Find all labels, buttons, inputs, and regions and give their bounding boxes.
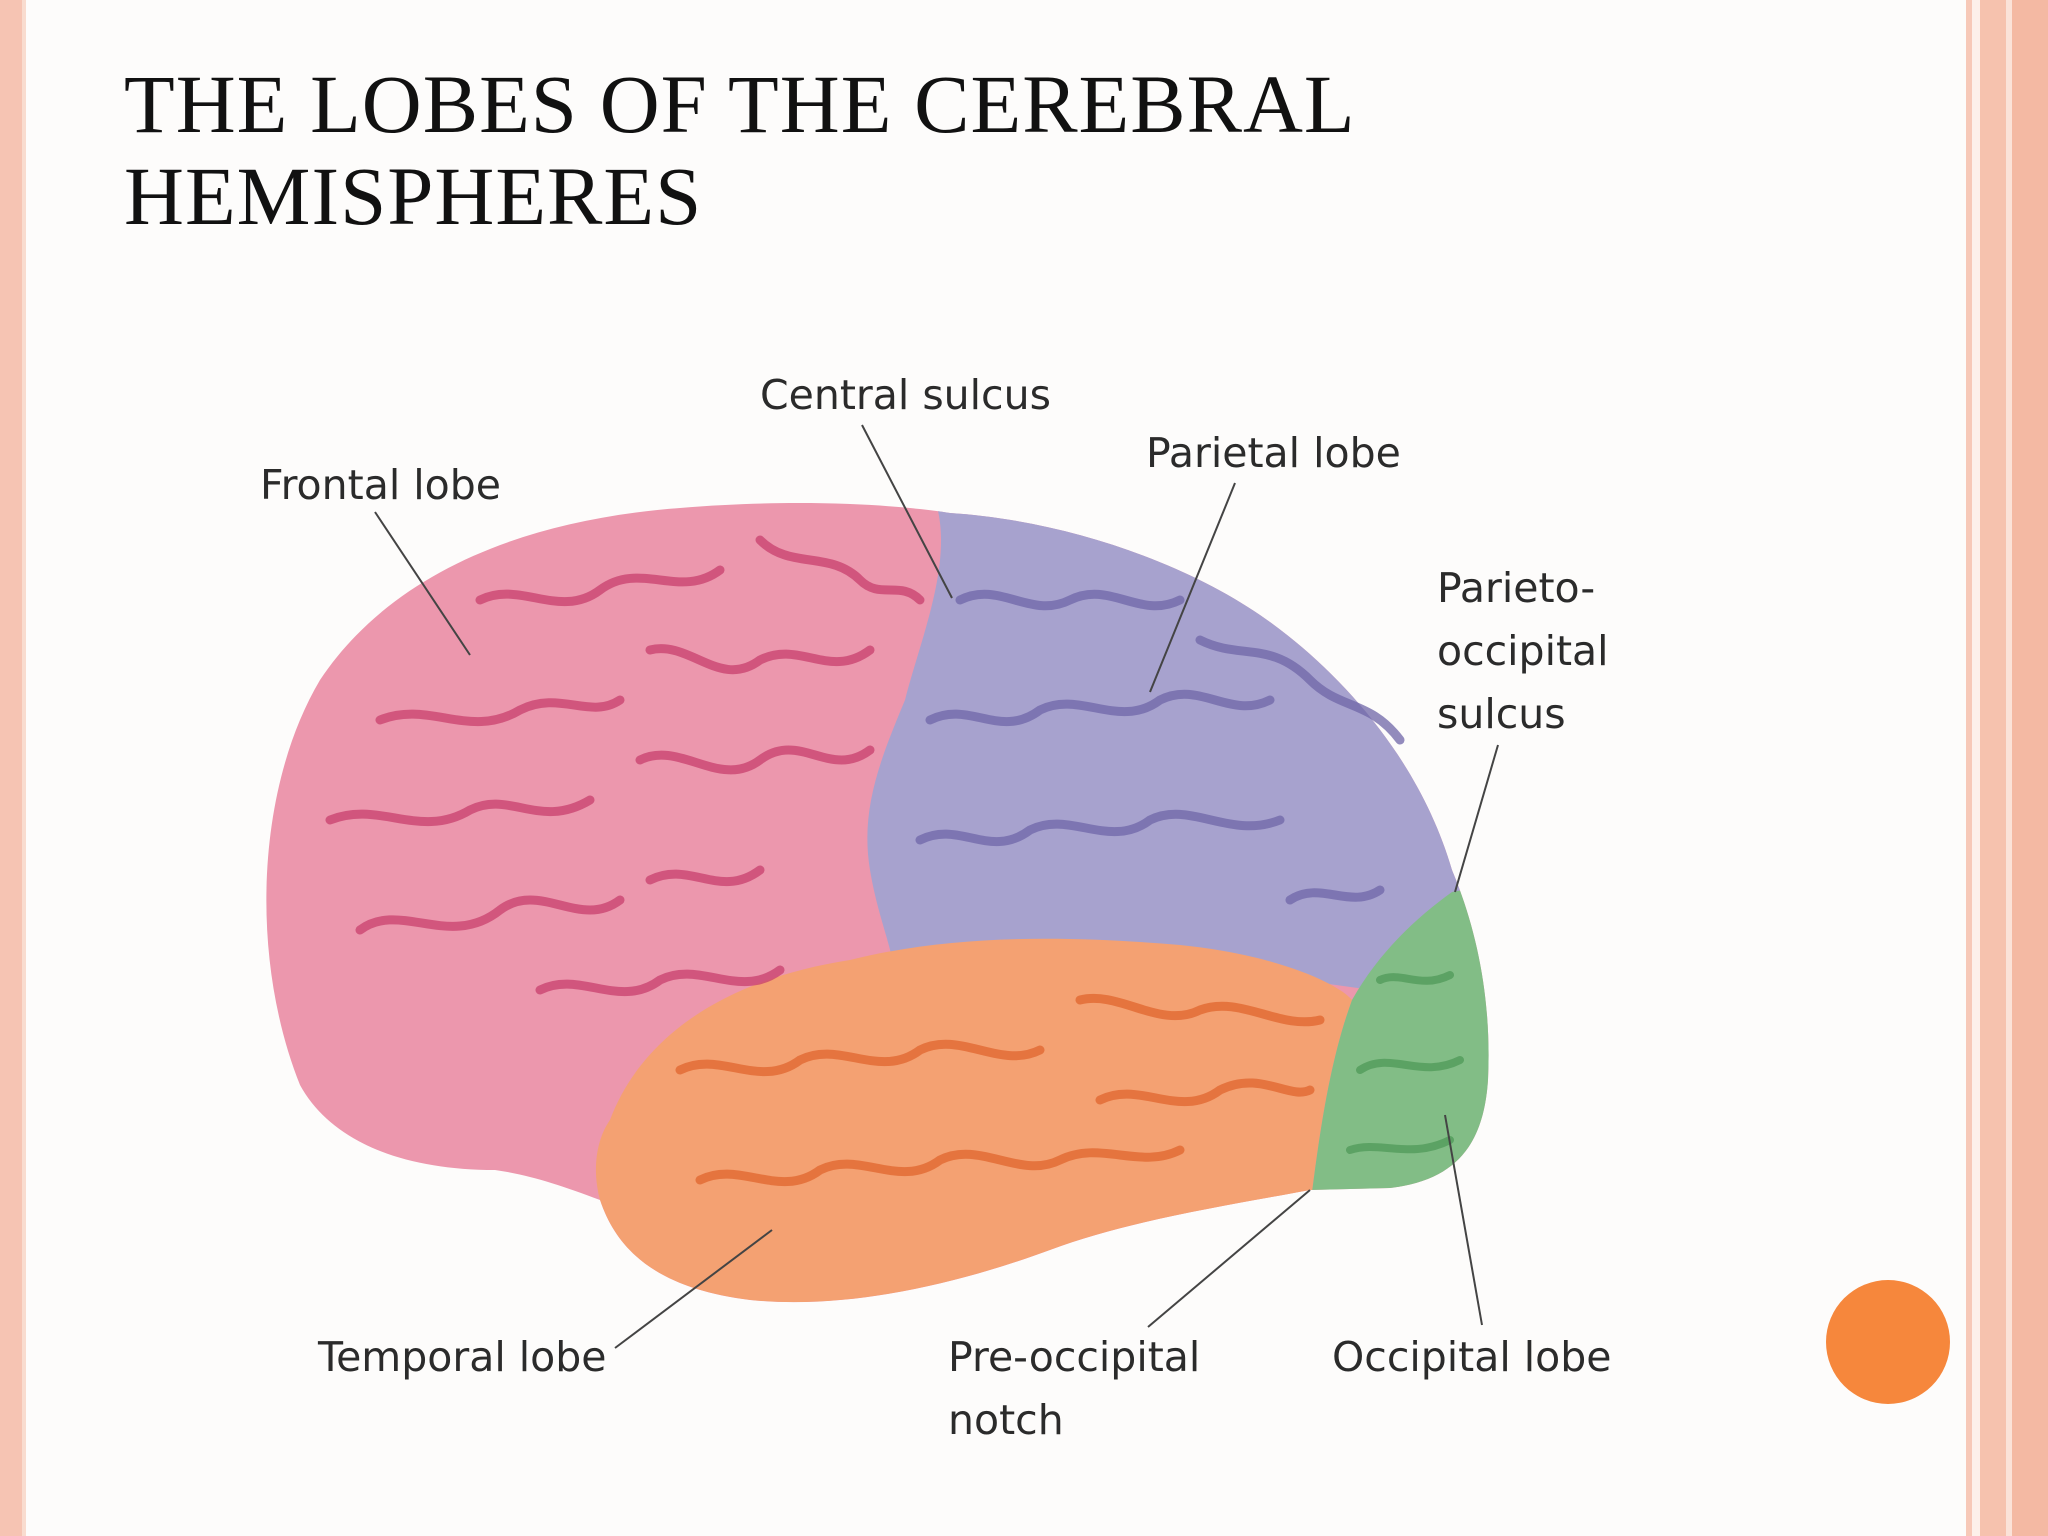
label-occipital-lobe: Occipital lobe [1332, 1333, 1612, 1381]
right-border [1966, 0, 2048, 1536]
leader-temporal [614, 1229, 773, 1349]
temporal-lobe-region [595, 938, 1352, 1303]
title-line-2: HEMISPHERES [124, 150, 703, 242]
label-central-sulcus: Central sulcus [760, 371, 1051, 419]
label-frontal-lobe: Frontal lobe [260, 461, 501, 509]
label-pre-occipital-2: notch [948, 1396, 1064, 1444]
label-parietal-lobe: Parietal lobe [1146, 429, 1401, 477]
frontal-gyri [325, 535, 925, 997]
slide-title: THE LOBES OF THE CEREBRAL HEMISPHERES [124, 58, 1356, 242]
leader-parieto-occipital [1454, 744, 1499, 893]
parietal-lobe-region [867, 503, 1489, 990]
label-parieto-occipital-3: sulcus [1437, 690, 1566, 738]
left-border [0, 0, 22, 1536]
title-line-1: THE LOBES OF THE CEREBRAL [124, 58, 1356, 150]
label-pre-occipital-1: Pre-occipital [948, 1333, 1200, 1381]
occipital-gyri [1346, 971, 1464, 1154]
leader-lines [374, 424, 1499, 1349]
leader-central [861, 424, 953, 599]
label-parieto-occipital-1: Parieto- [1437, 564, 1595, 612]
label-parieto-occipital-2: occipital [1437, 627, 1609, 675]
leader-pre-occipital [1147, 1189, 1311, 1328]
left-border-inner [22, 0, 26, 1536]
orange-dot-decoration [1826, 1280, 1950, 1404]
parietal-gyri [915, 589, 1405, 905]
temporal-gyri [675, 993, 1325, 1187]
leader-frontal [374, 511, 471, 656]
label-temporal-lobe: Temporal lobe [317, 1333, 606, 1381]
leader-occipital [1444, 1114, 1483, 1326]
leader-parietal [1149, 482, 1236, 693]
